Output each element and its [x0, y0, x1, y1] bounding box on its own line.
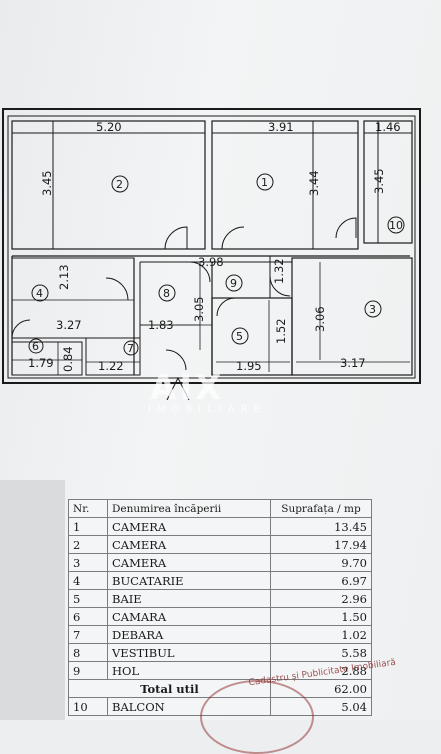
column-header-nr: Nr. — [68, 499, 108, 518]
row-name: BAIE — [107, 589, 271, 608]
row-name: CAMARA — [107, 607, 271, 626]
row-name: HOL — [107, 661, 271, 680]
row-area: 5.58 — [270, 643, 372, 662]
row-area: 13.45 — [270, 517, 372, 536]
row-area: 2.88 — [270, 661, 372, 680]
dim-room8-height: 3.05 — [192, 296, 206, 322]
room-number-10: 10 — [389, 219, 403, 232]
row-area: 2.96 — [270, 589, 372, 608]
watermark-logo: AIX — [150, 368, 225, 408]
room-number-9: 9 — [230, 277, 237, 290]
dim-hall-width: 3.98 — [198, 255, 224, 269]
dim-room3-height: 3.06 — [313, 306, 327, 332]
room-number-1: 1 — [261, 176, 268, 189]
row-area: 9.70 — [270, 553, 372, 572]
row-nr: 3 — [68, 553, 108, 572]
dim-room4-width: 3.27 — [56, 318, 82, 332]
row-area: 1.02 — [270, 625, 372, 644]
row-nr: 10 — [68, 697, 108, 716]
column-header-name: Denumirea încăperii — [107, 499, 271, 518]
row-nr: 4 — [68, 571, 108, 590]
dim-room8-width: 1.83 — [148, 318, 174, 332]
row-area: 1.50 — [270, 607, 372, 626]
dim-room9-height: 1.32 — [272, 258, 286, 284]
row-nr: 7 — [68, 625, 108, 644]
row-nr: 1 — [68, 517, 108, 536]
row-name: CAMERA — [107, 535, 271, 554]
table-header-row: Nr. Denumirea încăperii Suprafața / mp — [68, 499, 372, 518]
row-area: 6.97 — [270, 571, 372, 590]
dim-room1-width: 3.91 — [268, 120, 294, 134]
row-name: CAMERA — [107, 553, 271, 572]
room-number-4: 4 — [36, 287, 43, 300]
dim-room4-height: 2.13 — [57, 264, 71, 290]
dim-room7-width: 1.22 — [98, 359, 124, 373]
room-number-6: 6 — [32, 340, 39, 353]
room-number-3: 3 — [369, 303, 376, 316]
dim-room6-height: 0.84 — [61, 346, 75, 372]
dim-room5-height: 1.52 — [274, 318, 288, 344]
column-header-area: Suprafața / mp — [270, 499, 372, 518]
dim-room1-height: 3.44 — [307, 170, 321, 196]
dim-room6-width: 1.79 — [28, 356, 54, 370]
row-area: 17.94 — [270, 535, 372, 554]
watermark-tagline: IMOBILIARE — [148, 404, 266, 415]
row-name: BUCATARIE — [107, 571, 271, 590]
row-name: VESTIBUL — [107, 643, 271, 662]
row-nr: 2 — [68, 535, 108, 554]
row-nr: 9 — [68, 661, 108, 680]
dim-room10-height: 3.45 — [372, 168, 386, 194]
dim-room5-width: 1.95 — [236, 359, 262, 373]
row-nr: 5 — [68, 589, 108, 608]
dim-room2-height: 3.45 — [40, 170, 54, 196]
blurred-margin — [0, 480, 65, 720]
floor-plan: 5.20 3.91 1.46 3.45 3.44 3.45 3.98 2.13 … — [2, 108, 421, 400]
rooms-table: Nr. Denumirea încăperii Suprafața / mp 1… — [68, 499, 372, 716]
room-number-5: 5 — [236, 330, 243, 343]
row-name: DEBARA — [107, 625, 271, 644]
room-number-2: 2 — [116, 178, 123, 191]
room-number-7: 7 — [127, 342, 134, 355]
dim-room3-width: 3.17 — [340, 356, 366, 370]
row-name: CAMERA — [107, 517, 271, 536]
dim-room2-width: 5.20 — [96, 120, 122, 134]
official-stamp — [200, 680, 314, 754]
row-nr: 6 — [68, 607, 108, 626]
row-nr: 8 — [68, 643, 108, 662]
room-number-8: 8 — [163, 287, 170, 300]
dim-room10-width: 1.46 — [375, 120, 401, 134]
